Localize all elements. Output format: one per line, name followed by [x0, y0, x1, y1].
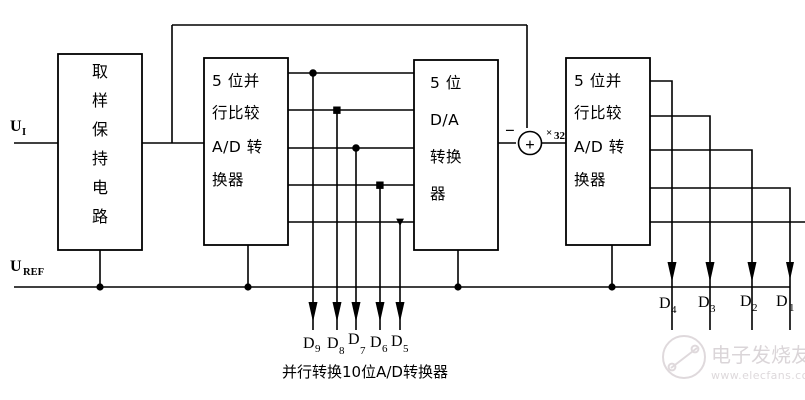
arrow-d5 [395, 302, 405, 322]
summer-minus-sign: − [505, 121, 515, 140]
junction-d9 [309, 69, 317, 77]
sh-char-1: 取 [92, 62, 108, 81]
arrow-d1 [786, 262, 794, 280]
watermark-logo-circle [662, 335, 706, 379]
label-d5: D [391, 333, 403, 350]
label-d7-sub: 7 [360, 345, 366, 357]
signal-input-label: U [10, 118, 22, 135]
fine-output-arrow-group [667, 262, 794, 282]
reference-input-label: U [10, 258, 22, 275]
watermark: 电子发烧友 www.elecfans.com [662, 335, 805, 382]
sh-char-2: 样 [92, 91, 108, 110]
arrow-d7 [351, 302, 361, 322]
label-d7: D [348, 331, 360, 348]
label-d8-sub: 8 [339, 345, 345, 357]
summing-node[interactable]: + [517, 130, 543, 156]
arrow-d4 [667, 262, 677, 282]
watermark-logo-dot-a [667, 362, 677, 372]
sh-char-6: 路 [92, 207, 108, 226]
adc1-line-3: A/D 转 [212, 138, 263, 156]
reference-input-subscript: REF [23, 267, 44, 278]
arrow-d3 [705, 262, 715, 282]
label-d8: D [327, 335, 339, 352]
sh-char-3: 保 [92, 120, 108, 139]
label-d5-sub: 5 [403, 343, 409, 355]
block-adc-fine[interactable] [565, 57, 651, 246]
junction-ref-dac [454, 283, 462, 291]
gain-multiply-symbol: × [546, 127, 552, 139]
input-signal-label-group: U I [10, 118, 26, 138]
watermark-logo-dot-b [690, 344, 700, 354]
arrow-d8 [332, 302, 342, 322]
block-sample-hold-text: 取 样 保 持 电 路 [92, 62, 108, 226]
adc2-line-2: 行比较 [574, 104, 622, 122]
junction-d5 [396, 218, 404, 226]
adc1-line-2: 行比较 [212, 104, 260, 122]
label-d6: D [370, 334, 382, 351]
label-d3-sub: 3 [710, 303, 716, 315]
sh-char-5: 电 [92, 178, 108, 197]
arrow-d9 [308, 302, 318, 322]
signal-input-subscript: I [22, 127, 26, 138]
label-d9-sub: 9 [315, 343, 321, 355]
adc2-line-3: A/D 转 [574, 138, 625, 156]
block-adc-fine-text: 5 位并 行比较 A/D 转 换器 [574, 72, 625, 189]
dac-line-2: D/A [430, 111, 459, 129]
label-d2: D [740, 293, 752, 310]
label-d1-sub: 1 [789, 302, 795, 314]
junction-ref-sample-hold [96, 283, 104, 291]
dac-line-4: 器 [430, 185, 446, 203]
adc1-line-1: 5 位并 [212, 72, 260, 90]
coarse-output-arrow-group [308, 302, 405, 322]
block-adc-coarse[interactable] [203, 57, 289, 246]
label-d9: D [303, 335, 315, 352]
fine-route-d4 [650, 80, 673, 330]
dac-line-3: 转换 [430, 148, 462, 166]
label-d4: D [659, 295, 671, 312]
fine-route-d1 [650, 187, 791, 330]
label-d1: D [776, 293, 788, 310]
label-d2-sub: 2 [752, 302, 758, 314]
adc2-line-4: 换器 [574, 171, 606, 189]
block-dac[interactable] [413, 59, 499, 251]
fine-output-labels: D 4 D 3 D 2 D 1 [659, 293, 795, 316]
junction-ref-adc-coarse [244, 283, 252, 291]
input-reference-label-group: U REF [10, 258, 44, 278]
adc2-line-1: 5 位并 [574, 72, 622, 90]
label-d3: D [698, 294, 710, 311]
watermark-url: www.elecfans.com [711, 369, 805, 382]
coarse-output-labels: D 9 D 8 D 7 D 6 D 5 [303, 331, 409, 357]
summer-plus-sign: + [525, 135, 535, 154]
gain-label-group: × 32 [546, 127, 566, 142]
fine-route-d3 [650, 115, 711, 330]
block-dac-text: 5 位 D/A 转换 器 [430, 74, 462, 203]
junction-d6 [376, 181, 384, 189]
block-adc-coarse-text: 5 位并 行比较 A/D 转 换器 [212, 72, 263, 189]
watermark-brand: 电子发烧友 [711, 343, 805, 367]
sh-char-4: 持 [92, 149, 108, 168]
gain-value: 32 [554, 130, 566, 142]
adc1-line-4: 换器 [212, 171, 244, 189]
coarse-output-drop-group [309, 69, 404, 330]
coarse-output-bus-group [288, 72, 414, 223]
arrow-d2 [747, 262, 757, 282]
label-d6-sub: 6 [382, 343, 388, 355]
junction-d8 [333, 106, 341, 114]
diagram-caption: 并行转换10位A/D转换器 [282, 363, 448, 381]
label-d4-sub: 4 [671, 304, 677, 316]
dac-line-1: 5 位 [430, 74, 462, 92]
junction-ref-adc-fine [608, 283, 616, 291]
junction-d7 [352, 144, 360, 152]
arrow-d6 [375, 302, 385, 322]
